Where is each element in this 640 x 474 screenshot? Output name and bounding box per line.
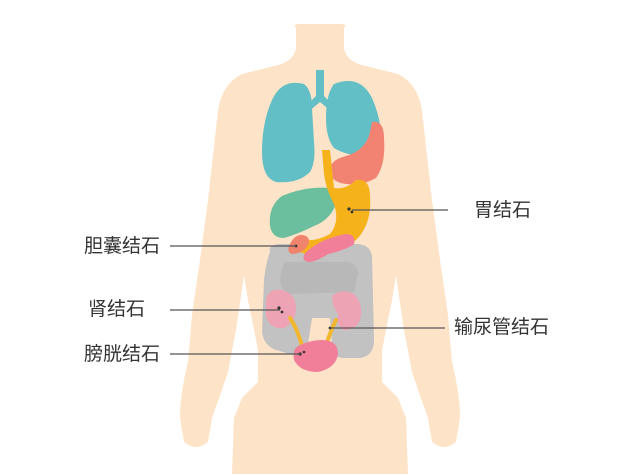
kidney-stone [277,306,281,310]
stomach-stone [347,207,351,211]
kidney-stone [280,310,284,314]
liver [269,187,338,238]
gallbladder-stone-label: 胆囊结石 [84,235,161,257]
small-intestine [280,262,358,294]
pancreas [303,234,355,262]
left-lung [262,82,315,183]
right-lung [326,81,382,157]
heart [330,121,385,185]
lungs [262,70,382,183]
stomach-stone [350,210,354,214]
left-ureter [288,316,304,348]
stomach [300,150,371,255]
gallbladder [288,235,309,254]
bladder-stone-label: 膀胱结石 [84,343,161,365]
ureter-stone-label: 输尿管结石 [454,316,550,338]
bladder [293,340,338,372]
bladder-stone [302,350,306,354]
leader-lines [170,209,448,355]
right-kidney [332,291,362,330]
stomach-stone-label: 胃结石 [474,199,532,221]
kidney-stone-label: 肾结石 [88,298,146,320]
